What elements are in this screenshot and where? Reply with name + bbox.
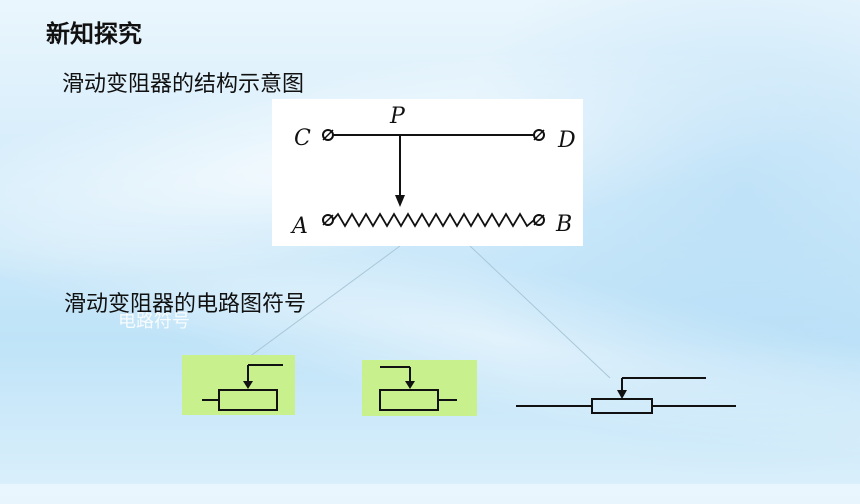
resistor-icon (379, 389, 439, 411)
terminal-b-icon (533, 214, 545, 226)
rheostat-structure-diagram: C D P A B (272, 99, 583, 246)
resistor-icon (218, 389, 278, 411)
structure-diagram-label: 滑动变阻器的结构示意图 (62, 72, 305, 97)
slider-arrow-icon (395, 195, 405, 207)
slider-p-label: P (389, 104, 406, 129)
resistance-coil (332, 212, 535, 228)
rheostat-symbol-3 (514, 372, 744, 426)
slider-arrow-icon (617, 390, 627, 399)
terminal-d-label: D (557, 128, 576, 153)
slider-arrow-icon (405, 381, 415, 389)
page-title: 新知探究 (46, 20, 142, 48)
rheostat-symbol-1 (182, 355, 295, 415)
terminal-a-label: A (290, 214, 308, 239)
terminal-b-label: B (555, 212, 572, 237)
ghost-text: 电路符号 (118, 311, 190, 332)
rheostat-symbol-2 (362, 360, 477, 416)
guide-lines (244, 245, 611, 379)
slider-arrow-icon (243, 381, 253, 389)
terminal-c-label: C (294, 126, 311, 151)
resistor-icon (591, 398, 653, 414)
terminal-d-icon (533, 129, 545, 141)
circuit-symbol-label: 滑动变阻器的电路图符号 (64, 292, 307, 317)
